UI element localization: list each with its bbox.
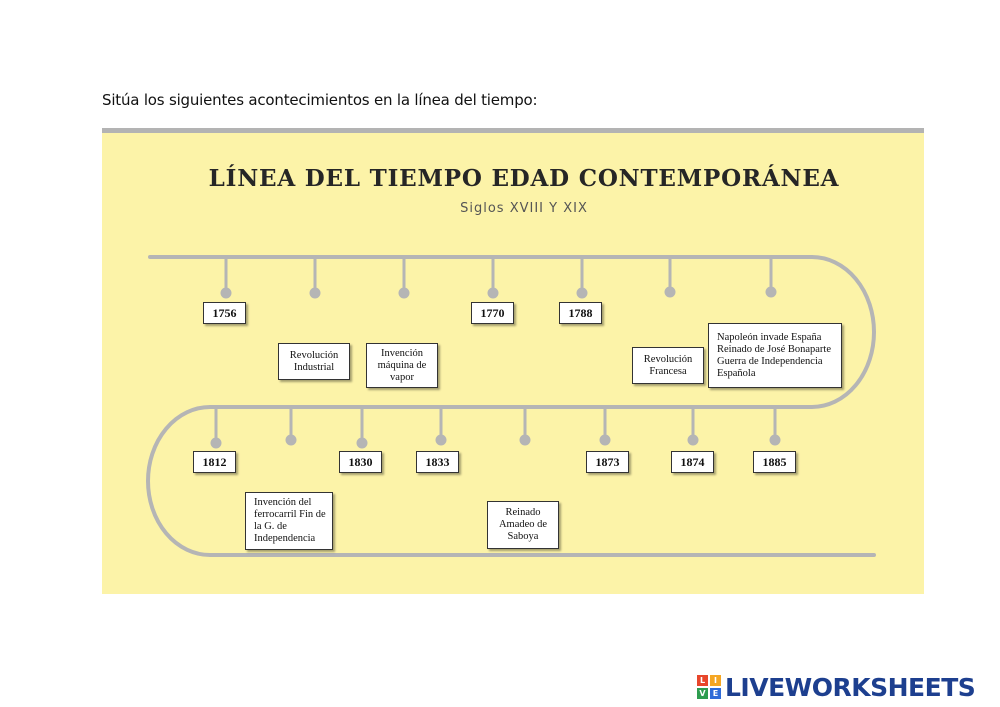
- year-box-1885[interactable]: 1885: [753, 451, 796, 473]
- timeline-dot: [309, 287, 321, 299]
- timeline-dot: [664, 286, 676, 298]
- year-box-1756[interactable]: 1756: [203, 302, 246, 324]
- event-amadeo-saboya[interactable]: Reinado Amadeo de Saboya: [487, 501, 559, 549]
- event-revolucion-francesa[interactable]: Revolución Francesa: [632, 347, 704, 384]
- timeline-ticks: [210, 257, 781, 449]
- event-maquina-vapor[interactable]: Invención máquina de vapor: [366, 343, 438, 388]
- year-box-1770[interactable]: 1770: [471, 302, 514, 324]
- event-napoleon[interactable]: Napoleón invade España Reinado de José B…: [708, 323, 842, 388]
- logo-text: LIVEWORKSHEETS: [725, 672, 976, 702]
- timeline-dot: [765, 286, 777, 298]
- timeline-dot: [398, 287, 410, 299]
- year-box-1830[interactable]: 1830: [339, 451, 382, 473]
- year-box-1833[interactable]: 1833: [416, 451, 459, 473]
- timeline-dot: [435, 434, 447, 446]
- timeline-dot: [356, 437, 368, 449]
- timeline-dot: [687, 434, 699, 446]
- liveworksheets-logo[interactable]: L I V E LIVEWORKSHEETS: [697, 672, 976, 702]
- timeline-subtitle: Siglos XVIII Y XIX: [460, 201, 588, 216]
- timeline-dot: [519, 434, 531, 446]
- instruction-text: Sitúa los siguientes acontecimientos en …: [102, 91, 538, 109]
- event-ferrocarril[interactable]: Invención del ferrocarril Fin de la G. d…: [245, 492, 333, 550]
- year-box-1874[interactable]: 1874: [671, 451, 714, 473]
- timeline-dot: [576, 287, 588, 299]
- timeline-dot: [769, 434, 781, 446]
- timeline-dot: [599, 434, 611, 446]
- timeline-dot: [220, 287, 232, 299]
- timeline-dot: [487, 287, 499, 299]
- timeline-top-line: [146, 255, 876, 557]
- event-revolucion-industrial[interactable]: Revolución Industrial: [278, 343, 350, 380]
- year-box-1812[interactable]: 1812: [193, 451, 236, 473]
- year-box-1873[interactable]: 1873: [586, 451, 629, 473]
- year-box-1788[interactable]: 1788: [559, 302, 602, 324]
- timeline-dot: [210, 437, 222, 449]
- timeline-title: LÍNEA DEL TIEMPO EDAD CONTEMPORÁNEA: [208, 165, 840, 192]
- logo-blocks-icon: L I V E: [697, 675, 721, 699]
- timeline-dot: [285, 434, 297, 446]
